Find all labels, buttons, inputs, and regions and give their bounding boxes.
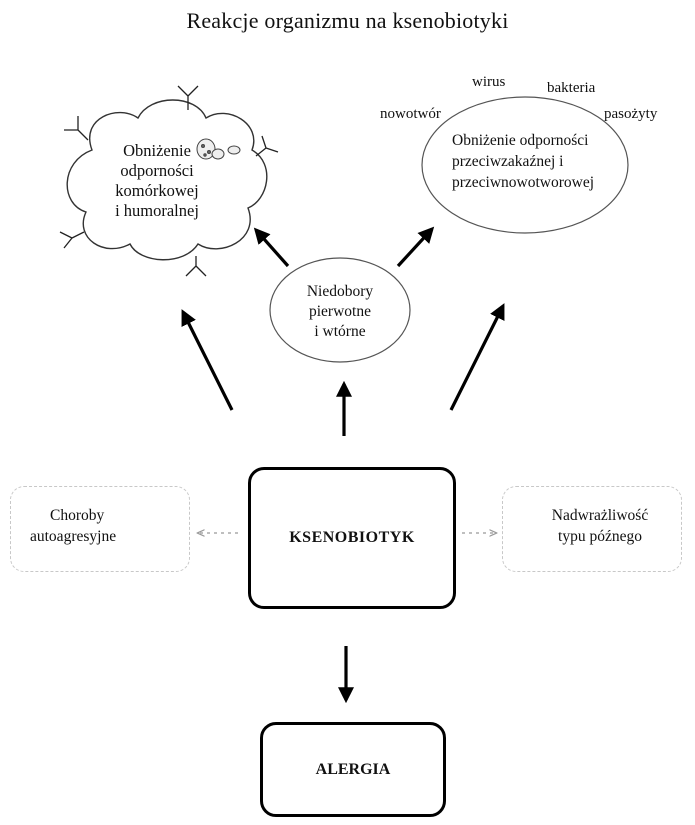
immunity-ellipse-text: Obniżenie odporności przeciwzakaźnej i p… — [452, 130, 627, 193]
immunity-line: Obniżenie odporności — [452, 132, 589, 149]
cell-icons — [196, 138, 241, 160]
hypersensitivity-line: Nadwrażliwość — [551, 507, 649, 524]
cloud-line: komórkowej — [115, 181, 199, 200]
antibody-icons — [59, 85, 279, 277]
allergy-label: ALERGIA — [315, 760, 391, 778]
cloud-line: i humoralnej — [115, 201, 199, 220]
hypersensitivity-text: Nadwrażliwość typu późnego — [520, 505, 680, 547]
diagram-title: Reakcje organizmu na ksenobiotyki — [186, 8, 509, 33]
cloud-line: odporności — [120, 161, 194, 180]
pathogen-pasozyty: pasożyty — [604, 106, 658, 122]
arrow-deficiency-to-cloud — [253, 227, 290, 268]
autoimmune-text: Choroby autoagresyjne — [30, 505, 180, 547]
immunity-line: przeciwnowotworowej — [452, 174, 595, 191]
arrow-xeno-to-cloud — [181, 309, 234, 411]
bold-arrows — [181, 226, 505, 704]
autoimmune-box — [10, 486, 190, 572]
hypersensitivity-box — [502, 486, 682, 572]
allergy-box: ALERGIA — [260, 722, 446, 817]
immunity-line: przeciwzakaźnej i — [452, 153, 564, 170]
pathogen-bakteria: bakteria — [547, 80, 596, 96]
pathogen-nowotwor: nowotwór — [380, 106, 441, 122]
autoimmune-line: Choroby — [50, 507, 105, 524]
xenobiotic-box: KSENOBIOTYK — [248, 467, 456, 609]
deficiency-ellipse-shape — [269, 257, 411, 363]
deficiency-line: pierwotne — [309, 303, 371, 320]
pathogen-wirus: wirus — [472, 74, 506, 90]
cloud-shape — [66, 99, 268, 261]
cloud-text: Obniżenie odporności komórkowej i humora… — [98, 141, 216, 221]
deficiency-line: Niedobory — [306, 283, 374, 300]
xenobiotic-label: KSENOBIOTYK — [289, 529, 415, 546]
deficiency-line: i wtórne — [314, 323, 366, 340]
arrow-xeno-to-immunity — [449, 303, 505, 411]
deficiency-text: Niedobory pierwotne i wtórne — [290, 282, 390, 342]
arrow-deficiency-to-immunity — [396, 226, 435, 268]
cloud-line: Obniżenie — [123, 141, 191, 160]
autoimmune-line: autoagresyjne — [30, 528, 117, 545]
immunity-ellipse-shape — [421, 96, 629, 234]
hypersensitivity-line: typu późnego — [558, 528, 642, 545]
